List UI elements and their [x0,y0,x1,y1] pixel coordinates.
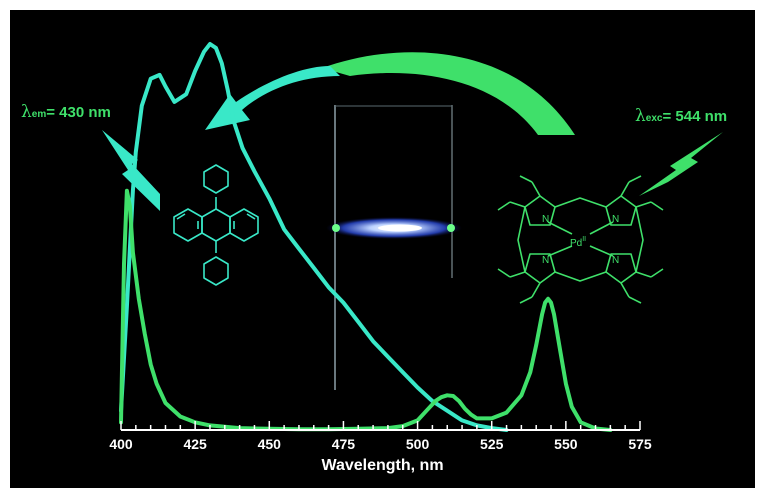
x-tick-label: 525 [480,436,504,452]
nitrogen-label: N [542,255,549,266]
x-axis: 400 425 450 475 500 525 550 575 [109,421,652,452]
excitation-wavelength-label: λexc= 544 nm [635,106,728,126]
x-tick-label: 500 [406,436,430,452]
x-tick-label: 400 [109,436,133,452]
spectrum-chart: N N N N PdII 400 425 450 475 500 525 550 575 [102,42,723,452]
x-tick-label: 550 [554,436,578,452]
nitrogen-label: N [612,214,619,225]
emission-arrow [205,66,340,130]
cuvette-image [326,105,462,390]
x-tick-label: 425 [183,436,207,452]
x-tick-label: 450 [258,436,282,452]
excitation-spectrum-line [119,188,613,432]
chart-panel: N N N N PdII 400 425 450 475 500 525 550 575 λe… [10,10,755,488]
emission-spectrum-line [119,42,509,432]
laser-beam-core [378,224,422,232]
laser-spot-right [447,224,455,232]
oxidation-state: II [582,236,586,243]
diphenylanthracene-structure [173,164,259,286]
pd-porphyrin-structure [497,175,664,304]
porphyrin-atom-labels: N N N N PdII [542,214,619,266]
series-layer [119,42,613,432]
excitation-arrow [322,52,575,135]
x-tick-label: 475 [332,436,356,452]
emission-wavelength-label: λem= 430 nm [21,102,111,122]
nitrogen-label: N [612,255,619,266]
laser-spot-left [332,224,340,232]
metal-symbol: Pd [570,238,582,249]
x-axis-title: Wavelength, nm [321,457,444,474]
nitrogen-label: N [542,214,549,225]
excitation-lightning-icon [639,132,723,196]
emission-lightning-icon [102,130,160,211]
x-tick-label: 575 [628,436,652,452]
palladium-label: PdII [570,236,586,249]
